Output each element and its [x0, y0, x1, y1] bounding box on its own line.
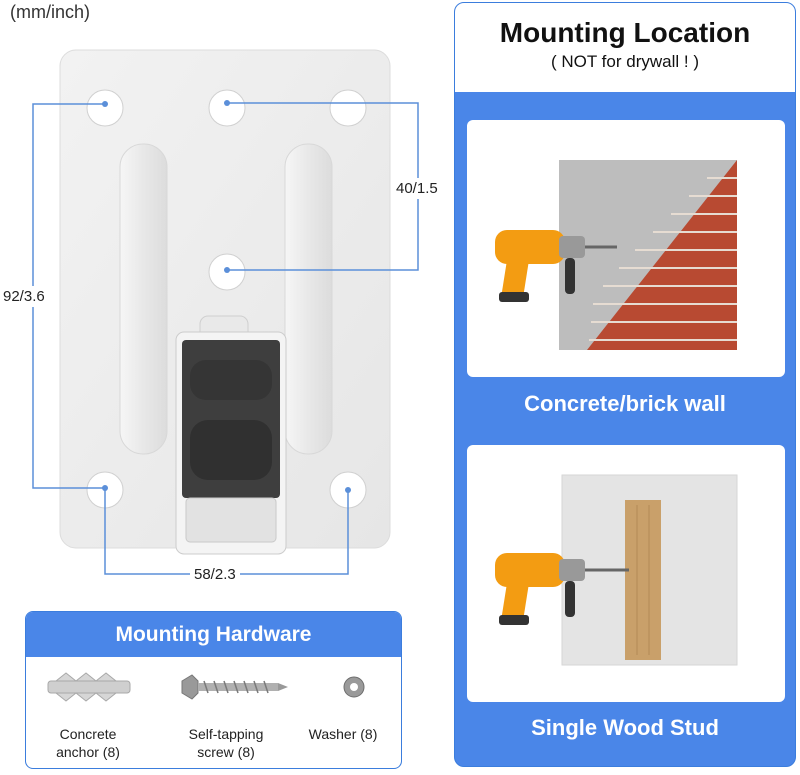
- concrete-anchor-icon: [47, 672, 131, 702]
- wood-stud-label: Single Wood Stud: [531, 715, 719, 740]
- drill-icon: [495, 553, 629, 625]
- concrete-brick-wall-label: Concrete/brick wall: [524, 391, 726, 416]
- mounting-location-subtitle: ( NOT for drywall ! ): [551, 52, 699, 71]
- mounting-location-header: Mounting Location ( NOT for drywall ! ): [455, 3, 795, 92]
- mounting-hardware-title: Mounting Hardware: [26, 612, 401, 657]
- wood-stud-image: [467, 445, 785, 702]
- washer-icon: [343, 676, 365, 698]
- self-tapping-screw-icon: [181, 674, 288, 700]
- screw-hole: [86, 89, 124, 127]
- dimension-label-hole-spacing: 40/1.5: [393, 178, 441, 199]
- concrete-brick-wall-image: [467, 120, 785, 377]
- mounting-location-panel: Mounting Location ( NOT for drywall ! ): [454, 2, 796, 767]
- plate-slot-left: [119, 143, 168, 455]
- hardware-item-anchor: Concrete anchor (8): [56, 726, 120, 760]
- units-label: (mm/inch): [10, 2, 90, 22]
- wood-stud-illustration: [495, 474, 738, 666]
- hook-bracket: [175, 315, 287, 555]
- plate-slot-right: [284, 143, 333, 455]
- hardware-item-screw: Self-tapping screw (8): [188, 726, 264, 760]
- mounting-plate-diagram: [32, 49, 419, 575]
- mounting-hardware-panel: Mounting Hardware: [25, 611, 402, 769]
- dimension-label-width: 58/2.3: [190, 564, 240, 585]
- dimension-label-height: 92/3.6: [1, 286, 47, 307]
- screw-hole: [208, 89, 246, 127]
- hardware-icons: [47, 672, 365, 702]
- mounting-location-title: Mounting Location: [499, 17, 751, 48]
- drill-icon: [495, 230, 617, 302]
- brick-wall-illustration: [495, 160, 737, 350]
- hardware-item-washer: Washer (8): [308, 726, 378, 742]
- screw-hole: [329, 89, 367, 127]
